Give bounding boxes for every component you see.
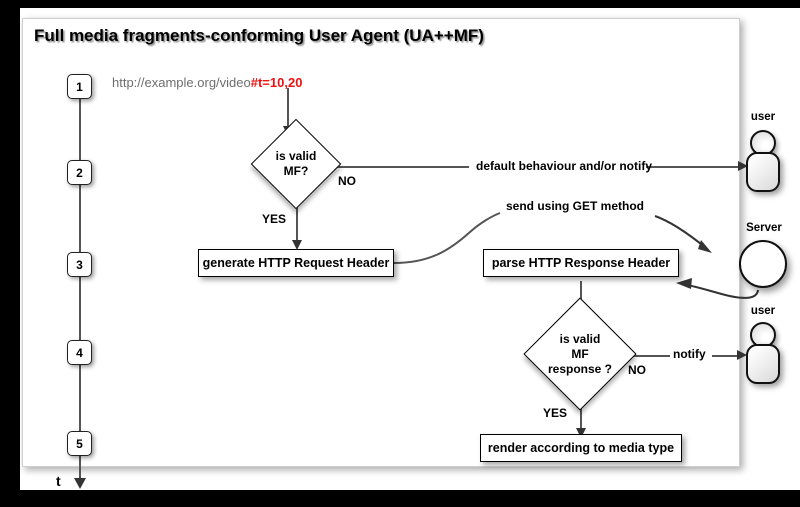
arrowhead-yes2-icon <box>575 428 586 438</box>
server-node-icon[interactable] <box>739 240 787 288</box>
actor-label-user-bottom: user <box>750 305 776 317</box>
edge-label-yes-1: YES <box>262 212 287 226</box>
edge-no2-segment-left <box>633 355 670 357</box>
arrowhead-notify-icon <box>737 350 747 360</box>
edge-label-no-1: NO <box>338 174 356 188</box>
decision-is-valid-mf-line-2: MF? <box>283 164 309 178</box>
timeline-marker-5[interactable]: 5 <box>67 431 92 456</box>
decision-is-valid-mf-text: is valid MF? <box>250 128 342 200</box>
edge-no2-segment-right <box>712 355 740 357</box>
arrowhead-yes1-icon <box>291 240 302 250</box>
decision-is-valid-mf-response[interactable]: is valid MF response ? <box>521 297 639 411</box>
edge-label-yes-2: YES <box>543 406 568 420</box>
edge-label-notify: notify <box>673 347 706 361</box>
timeline-marker-1[interactable]: 1 <box>67 74 92 99</box>
process-parse-http-response-header[interactable]: parse HTTP Response Header <box>483 249 679 277</box>
page-title: Full media fragments-conforming User Age… <box>34 26 484 45</box>
frame-band-bottom <box>0 490 800 507</box>
url-fragment: #t=10,20 <box>250 75 303 90</box>
timeline-marker-2[interactable]: 2 <box>67 160 92 185</box>
decision-response-line-1: is valid <box>559 331 601 346</box>
edge-no1-segment-right <box>646 166 742 168</box>
decision-is-valid-mf[interactable]: is valid MF? <box>250 118 342 210</box>
timeline-axis-label: t <box>56 473 61 489</box>
process-generate-http-request-header[interactable]: generate HTTP Request Header <box>198 249 394 277</box>
decision-is-valid-mf-response-text: is valid MF response ? <box>521 309 639 399</box>
decision-is-valid-mf-line-1: is valid <box>275 149 317 163</box>
decision-response-line-3: response ? <box>547 361 613 376</box>
timeline-marker-3[interactable]: 3 <box>67 252 92 277</box>
decision-response-line-2: MF <box>571 346 589 361</box>
user-top-body-icon <box>746 152 780 192</box>
edge-label-no-2: NO <box>628 363 646 377</box>
url-base: http://example.org/video <box>112 75 251 90</box>
edge-yes1 <box>296 200 298 244</box>
user-bottom-body-icon <box>746 344 780 384</box>
edge-parse-to-decision2 <box>580 281 582 311</box>
actor-label-server: Server <box>746 222 782 234</box>
arrowhead-no1-icon <box>738 161 748 171</box>
process-render-according-to-media-type[interactable]: render according to media type <box>480 434 682 462</box>
diagram-panel <box>22 18 740 467</box>
url-label: http://example.org/video#t=10,20 <box>112 75 302 90</box>
edge-label-default-behaviour: default behaviour and/or notify <box>476 159 653 173</box>
timeline-axis <box>79 92 81 480</box>
frame-band-top <box>0 0 800 8</box>
timeline-marker-4[interactable]: 4 <box>67 340 92 365</box>
edge-label-send-using-get: send using GET method <box>506 199 645 213</box>
edge-no1-segment-left <box>330 166 469 168</box>
timeline-arrowhead-icon <box>74 478 86 489</box>
edge-yes2 <box>580 398 582 432</box>
actor-label-user-top: user <box>750 111 776 123</box>
frame-band-left <box>0 0 20 490</box>
edge-url-to-decision1 <box>287 88 289 130</box>
